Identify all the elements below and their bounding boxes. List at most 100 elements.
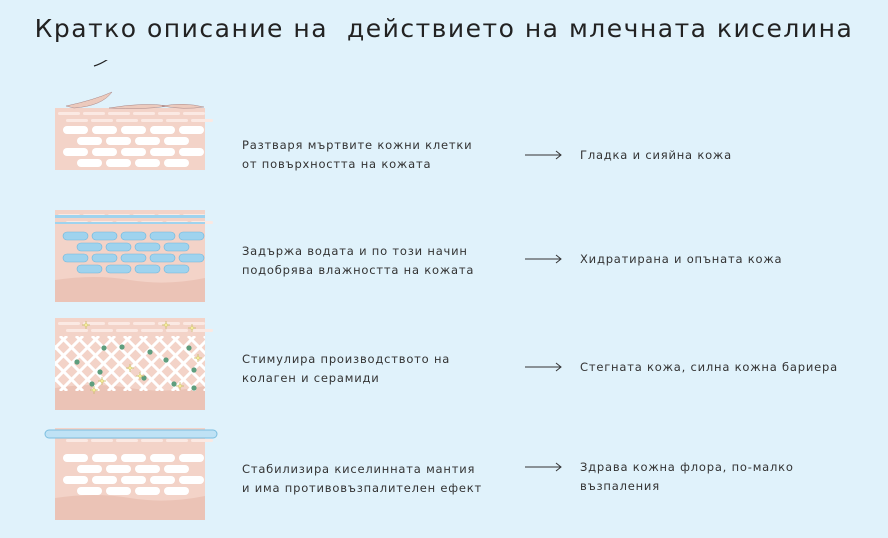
water-cell — [120, 253, 147, 263]
skin-base — [55, 277, 205, 302]
water-cell — [134, 264, 161, 274]
water-cell — [178, 253, 205, 263]
arrow-right-icon — [525, 150, 562, 160]
skin-cell — [135, 159, 160, 167]
skin-cell — [77, 487, 102, 495]
arrow-right-icon — [525, 462, 562, 472]
skin-cell — [106, 159, 131, 167]
collagen-mesh — [55, 336, 205, 391]
result-line: Гладка и сияйна кожа — [580, 148, 732, 162]
water-cell — [178, 231, 205, 241]
ceramide-dot — [191, 367, 197, 373]
skin-base — [55, 495, 205, 520]
skin-illustration-peel — [55, 60, 213, 170]
skin-cell — [135, 465, 160, 473]
ceramide-dot — [191, 385, 197, 391]
skin-cell — [164, 487, 189, 495]
dead-cell-flake — [65, 91, 113, 109]
skin-cell — [164, 465, 189, 473]
skin-cell — [179, 148, 204, 156]
skin-cell — [92, 126, 117, 134]
ceramide-dot — [141, 375, 147, 381]
water-cell — [62, 231, 89, 241]
skin-illustration-film — [44, 428, 218, 520]
description-line: от повърхността на кожата — [242, 157, 432, 171]
skin-cell — [179, 476, 204, 484]
effect-description: Разтваря мъртвите кожни клетки от повърхн… — [242, 136, 472, 174]
water-cell — [149, 253, 176, 263]
water-cell — [76, 242, 103, 252]
water-cell — [120, 231, 147, 241]
sparkle-icon — [193, 353, 203, 363]
skin-cell — [121, 476, 146, 484]
skin-cell — [92, 476, 117, 484]
water-cell — [134, 242, 161, 252]
skin-cell — [179, 454, 204, 462]
skin-cell — [77, 137, 102, 145]
skin-cell — [63, 476, 88, 484]
skin-cell — [121, 148, 146, 156]
water-cell — [76, 264, 103, 274]
ceramide-dot — [97, 369, 103, 375]
skin-cell — [106, 487, 131, 495]
skin-illustration-water — [55, 210, 213, 302]
skin-cell — [63, 454, 88, 462]
description-line: Задържа водата и по този начин — [242, 244, 468, 258]
ceramide-dot — [163, 357, 169, 363]
ceramide-dot — [186, 345, 192, 351]
skin-cell — [150, 476, 175, 484]
skin-cell — [106, 137, 131, 145]
arrow-right-icon — [525, 362, 562, 372]
water-cell — [91, 231, 118, 241]
ceramide-dot — [147, 349, 153, 355]
skin-cell — [150, 126, 175, 134]
water-cell — [163, 264, 190, 274]
sparkle-icon — [97, 376, 107, 386]
description-line: Стимулира производството на — [242, 352, 451, 366]
skin-cell — [106, 465, 131, 473]
skin-cell — [92, 454, 117, 462]
arrow-up-icon — [93, 60, 108, 67]
ceramide-dot — [74, 359, 80, 365]
arrow-right-icon — [525, 254, 562, 264]
ceramide-dot — [89, 381, 95, 387]
effect-result: Здрава кожна флора, по-малко възпаления — [580, 458, 794, 496]
effect-result: Стегната кожа, силна кожна бариера — [580, 358, 838, 377]
water-cell — [163, 242, 190, 252]
skin-cell — [63, 126, 88, 134]
skin-cell — [77, 159, 102, 167]
result-line: Хидратирана и опъната кожа — [580, 252, 783, 266]
skin-cell — [135, 137, 160, 145]
skin-cell — [92, 148, 117, 156]
ceramide-dot — [101, 345, 107, 351]
water-cell — [149, 231, 176, 241]
skin-cell — [179, 126, 204, 134]
result-line: възпаления — [580, 479, 660, 493]
sparkle-icon — [161, 320, 171, 330]
effect-result: Гладка и сияйна кожа — [580, 146, 732, 165]
ceramide-dot — [119, 344, 125, 350]
skin-cell — [121, 126, 146, 134]
sparkle-icon — [175, 381, 185, 391]
result-line: Стегната кожа, силна кожна бариера — [580, 360, 838, 374]
skin-cell — [164, 159, 189, 167]
skin-base — [55, 385, 205, 410]
description-line: колаген и серамиди — [242, 371, 380, 385]
skin-cell — [77, 465, 102, 473]
sparkle-icon — [125, 363, 135, 373]
result-line: Здрава кожна флора, по-малко — [580, 460, 794, 474]
protective-film — [44, 429, 218, 439]
description-line: Стабилизира киселинната мантия — [242, 462, 476, 476]
sparkle-icon — [89, 385, 99, 395]
water-cell — [91, 253, 118, 263]
skin-cell — [164, 137, 189, 145]
description-line: и има противовъзпалителен ефект — [242, 481, 483, 495]
description-line: Разтваря мъртвите кожни клетки — [242, 138, 473, 152]
skin-cell — [63, 148, 88, 156]
water-cell — [62, 253, 89, 263]
sparkle-icon — [187, 323, 197, 333]
ceramide-dot — [171, 381, 177, 387]
skin-illustration-collagen — [55, 318, 213, 410]
skin-cell — [150, 148, 175, 156]
